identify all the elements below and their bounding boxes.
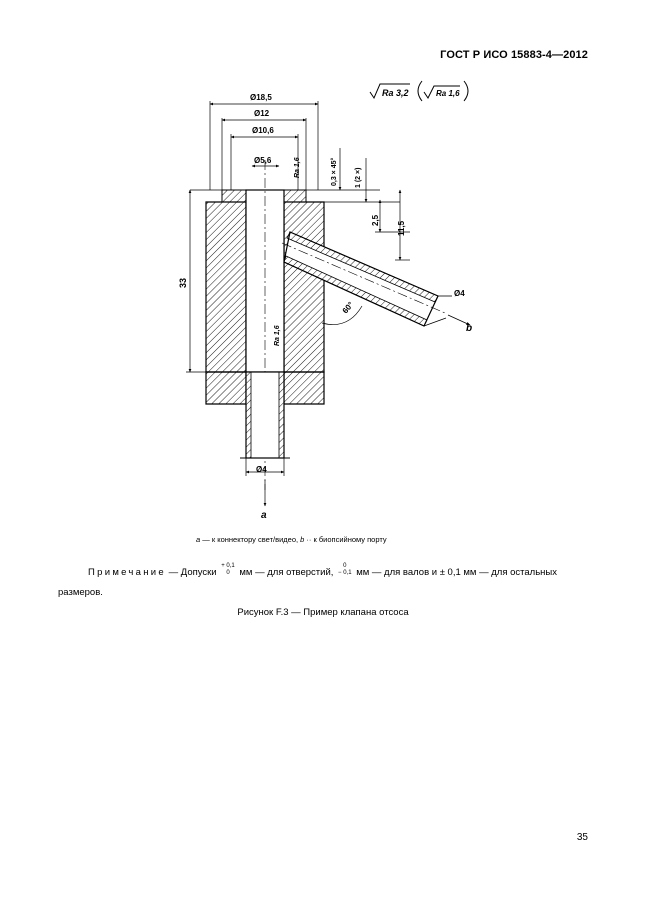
page-number: 35 — [576, 832, 588, 843]
dim-one-two: 1 (2 ×) — [355, 168, 362, 188]
tolerance-holes-upper: + 0,1 — [221, 563, 235, 570]
tolerance-shafts-lower: − 0,1 — [338, 570, 352, 577]
dim-diameter-10-6: Ø10,6 — [252, 126, 274, 135]
dim-roughness-bore: Ra 1,6 — [274, 325, 281, 346]
roughness-alt: Ra 1,6 — [436, 89, 460, 98]
tolerance-holes-lower: 0 — [226, 570, 230, 577]
note-text-1: — Допуски — [166, 567, 220, 578]
roughness-main: Ra 3,2 — [382, 88, 409, 98]
figure-caption: Рисунок F.3 — Пример клапана отсоса — [237, 607, 409, 618]
dim-side-diameter: Ø4 — [454, 289, 465, 298]
dim-diameter-12: Ø12 — [254, 109, 270, 118]
dim-chamfer: 0,3 × 45° — [330, 158, 338, 186]
dim-height-33: 33 — [178, 278, 188, 288]
label-b: b — [466, 323, 472, 334]
roughness-symbol: Ra 3,2 Ra 1,6 — [369, 80, 469, 102]
dim-diameter-5-6: Ø5,6 — [254, 156, 272, 165]
note-text-3: мм — для валов и ± 0,1 мм — для остальны… — [58, 567, 557, 598]
note-text-2: мм — для отверстий, — [236, 567, 337, 578]
dim-roughness-top: Ra 1,6 — [294, 157, 301, 178]
dim-angle: 60° — [341, 300, 356, 315]
legend-b-text: ·· к биопсийному порту — [304, 535, 387, 544]
dim-height-11-5: 11,5 — [397, 220, 406, 236]
legend-b-key: b — [300, 535, 305, 544]
tolerance-shafts: 0− 0,1 — [338, 563, 352, 577]
tolerance-shafts-upper: 0 — [343, 563, 347, 570]
dim-outer-diameter: Ø18,5 — [250, 93, 272, 102]
legend-a-text: — к коннектору свет/видео, — [200, 535, 301, 544]
legend-a-key: a — [196, 535, 201, 544]
dim-height-2-5: 2,5 — [371, 214, 380, 226]
side-tube — [281, 231, 471, 327]
dim-bottom-diameter: Ø4 — [256, 465, 267, 474]
valve-body — [205, 160, 325, 490]
label-a: a — [261, 510, 267, 521]
note-label: Примечание — [88, 567, 166, 578]
document-id: ГОСТ Р ИСО 15883-4—2012 — [440, 49, 588, 61]
top-dimensions — [186, 101, 410, 507]
figure-legend: a — к коннектору свет/видео, b ·· к биоп… — [196, 535, 387, 544]
